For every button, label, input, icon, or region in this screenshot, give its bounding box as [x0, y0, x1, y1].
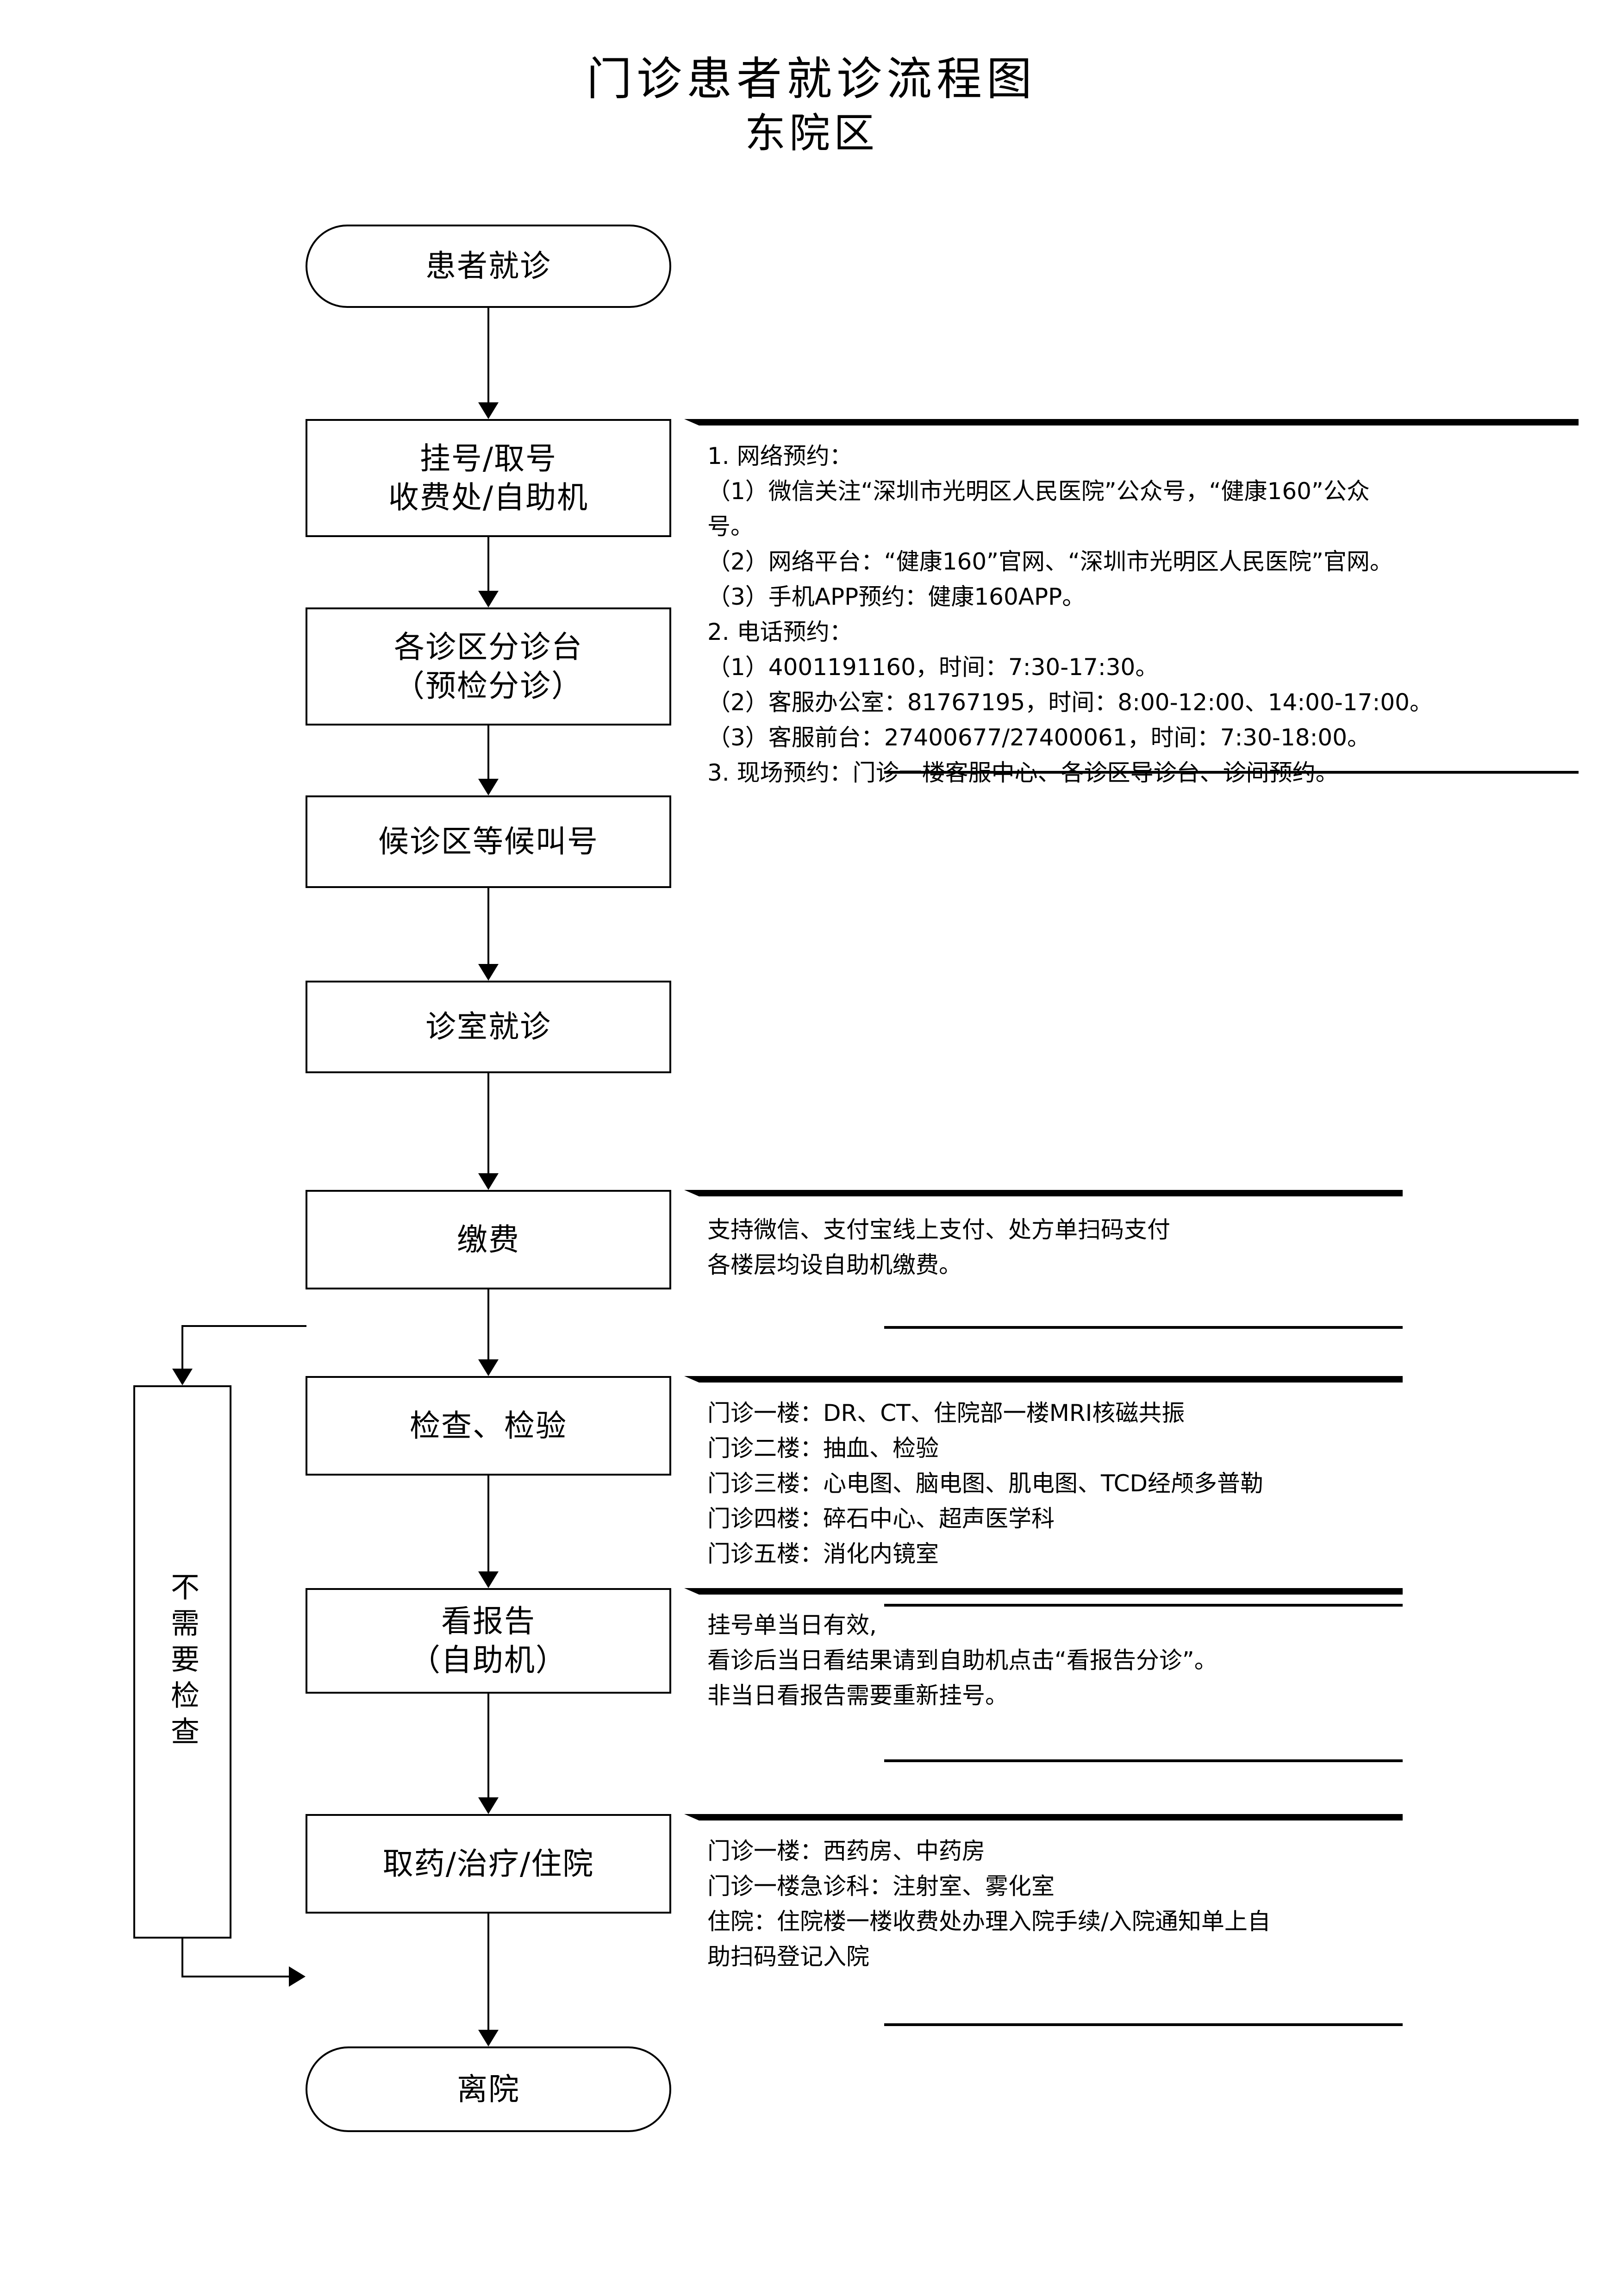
connector-bypass-bottom-right: [181, 1976, 289, 1977]
annotation-line: 非当日看报告需要重新挂号。: [707, 1682, 1008, 1709]
annotation-line: （2）网络平台：“健康160”官网、“深圳市光明区人民医院”官网。: [707, 548, 1393, 575]
annotation-line: 门诊二楼：抽血、检验: [707, 1435, 939, 1462]
annotation-dispense-underline: [884, 2023, 1403, 2026]
node-payment-label: 缴费: [457, 1221, 520, 1257]
title-subtitle: 东院区: [744, 109, 878, 157]
annotation-register-bar: [699, 419, 1579, 425]
annotation-line: 住院：住院楼一楼收费处办理入院手续/入院通知单上自: [707, 1908, 1271, 1935]
arrowhead-consultation: [478, 964, 499, 981]
arrowhead-no-exam: [172, 1369, 193, 1385]
annotation-examination-body: 门诊一楼：DR、CT、住院部一楼MRI核磁共振 门诊二楼：抽血、检验 门诊三楼：…: [707, 1395, 1263, 1571]
annotation-examination: 门诊一楼：DR、CT、住院部一楼MRI核磁共振 门诊二楼：抽血、检验 门诊三楼：…: [684, 1376, 1403, 1626]
annotation-line: 号。: [707, 513, 754, 540]
connector-register-triage: [487, 537, 489, 591]
annotation-examination-bar: [699, 1376, 1403, 1383]
connector-bypass-down: [181, 1325, 183, 1369]
connector-consultation-payment: [487, 1073, 489, 1173]
annotation-register-body: 1. 网络预约： （1）微信关注“深圳市光明区人民医院”公众号，“健康160”公…: [707, 438, 1433, 790]
annotation-payment-underline: [884, 1326, 1403, 1329]
annotation-examination-underline: [884, 1604, 1403, 1607]
annotation-line: 助扫码登记入院: [707, 1943, 869, 1970]
annotation-register-underline: [884, 771, 1579, 774]
annotation-line: 各楼层均设自助机缴费。: [707, 1251, 962, 1278]
annotation-line: （1）4001191160，时间：7:30-17:30。: [707, 654, 1159, 681]
arrowhead-triage: [478, 591, 499, 607]
annotation-dispense-body: 门诊一楼：西药房、中药房 门诊一楼急诊科：注射室、雾化室 住院：住院楼一楼收费处…: [707, 1833, 1271, 1974]
annotation-report-flag: [684, 1588, 699, 1607]
node-no-exam-needed-label: 不需要检查: [166, 1571, 200, 1752]
annotation-line: （1）微信关注“深圳市光明区人民医院”公众号，“健康160”公众: [707, 478, 1370, 505]
node-no-exam-needed[interactable]: 不需要检查: [133, 1385, 231, 1939]
node-start[interactable]: 患者就诊: [306, 225, 671, 308]
node-no-exam-needed-text: 不需要检查: [135, 1387, 230, 1937]
annotation-dispense: 门诊一楼：西药房、中药房 门诊一楼急诊科：注射室、雾化室 住院：住院楼一楼收费处…: [684, 1814, 1403, 2036]
annotation-register: 1. 网络预约： （1）微信关注“深圳市光明区人民医院”公众号，“健康160”公…: [684, 419, 1579, 786]
node-waiting-label: 候诊区等候叫号: [378, 824, 599, 859]
annotation-line: 门诊一楼急诊科：注射室、雾化室: [707, 1873, 1055, 1900]
annotation-line: 支持微信、支付宝线上支付、处方单扫码支付: [707, 1216, 1170, 1243]
annotation-report: 挂号单当日有效, 看诊后当日看结果请到自助机点击“看报告分诊”。 非当日看报告需…: [684, 1588, 1403, 1773]
annotation-payment-bar: [699, 1190, 1403, 1196]
node-register[interactable]: 挂号/取号 收费处/自助机: [306, 419, 671, 537]
page-title: 门诊患者就诊流程图 东院区: [0, 51, 1623, 159]
annotation-line: 门诊三楼：心电图、脑电图、肌电图、TCD经颅多普勒: [707, 1470, 1264, 1497]
connector-triage-waiting: [487, 726, 489, 779]
annotation-line: 1. 网络预约：: [707, 443, 853, 469]
annotation-examination-flag: [684, 1376, 699, 1395]
connector-payment-examination: [487, 1289, 489, 1359]
node-triage[interactable]: 各诊区分诊台 （预检分诊）: [306, 607, 671, 726]
arrowhead-examination: [478, 1359, 499, 1376]
connector-examination-report: [487, 1476, 489, 1571]
node-consultation[interactable]: 诊室就诊: [306, 981, 671, 1073]
node-examination[interactable]: 检查、检验: [306, 1376, 671, 1476]
connector-bypass-top: [181, 1325, 306, 1327]
node-report[interactable]: 看报告 （自助机）: [306, 1588, 671, 1694]
node-end[interactable]: 离院: [306, 2046, 671, 2132]
connector-start-register: [487, 308, 489, 404]
annotation-line: （3）客服前台：27400677/27400061，时间：7:30-18:00。: [707, 724, 1371, 751]
node-waiting[interactable]: 候诊区等候叫号: [306, 795, 671, 888]
annotation-line: 看诊后当日看结果请到自助机点击“看报告分诊”。: [707, 1647, 1217, 1674]
annotation-line: 挂号单当日有效,: [707, 1612, 877, 1639]
arrowhead-register: [478, 402, 499, 419]
connector-bypass-bottom-down: [181, 1939, 183, 1977]
annotation-payment: 支持微信、支付宝线上支付、处方单扫码支付 各楼层均设自助机缴费。: [684, 1190, 1403, 1329]
arrowhead-waiting: [478, 779, 499, 795]
arrowhead-end: [478, 2030, 499, 2046]
annotation-report-underline: [884, 1759, 1403, 1762]
annotation-line: （3）手机APP预约：健康160APP。: [707, 583, 1086, 610]
node-consultation-label: 诊室就诊: [425, 1009, 551, 1045]
annotation-line: 门诊五楼：消化内镜室: [707, 1540, 939, 1567]
annotation-report-bar: [699, 1588, 1403, 1595]
annotation-dispense-bar: [699, 1814, 1403, 1821]
annotation-dispense-flag: [684, 1814, 699, 1833]
annotation-line: 门诊一楼：DR、CT、住院部一楼MRI核磁共振: [707, 1400, 1185, 1426]
annotation-register-flag: [684, 419, 699, 438]
node-report-label: 看报告 （自助机）: [410, 1603, 567, 1678]
node-register-label: 挂号/取号 收费处/自助机: [388, 440, 589, 515]
node-end-label: 离院: [457, 2071, 520, 2107]
node-start-label: 患者就诊: [425, 248, 551, 284]
node-dispense-label: 取药/治疗/住院: [382, 1846, 594, 1882]
connector-waiting-consultation: [487, 888, 489, 964]
connector-report-dispense: [487, 1694, 489, 1797]
connector-dispense-end: [487, 1914, 489, 2030]
annotation-line: 2. 电话预约：: [707, 619, 853, 645]
arrowhead-payment: [478, 1173, 499, 1190]
annotation-payment-body: 支持微信、支付宝线上支付、处方单扫码支付 各楼层均设自助机缴费。: [707, 1212, 1170, 1283]
title-main: 门诊患者就诊流程图: [586, 53, 1036, 106]
arrowhead-dispense-bypass: [289, 1966, 306, 1987]
annotation-line: （2）客服办公室：81767195，时间：8:00-12:00、14:00-17…: [707, 689, 1433, 716]
annotation-line: 门诊四楼：碎石中心、超声医学科: [707, 1505, 1055, 1532]
arrowhead-dispense: [478, 1797, 499, 1814]
annotation-report-body: 挂号单当日有效, 看诊后当日看结果请到自助机点击“看报告分诊”。 非当日看报告需…: [707, 1608, 1217, 1713]
node-examination-label: 检查、检验: [410, 1408, 567, 1444]
annotation-payment-flag: [684, 1190, 699, 1208]
node-payment[interactable]: 缴费: [306, 1190, 671, 1289]
node-triage-label: 各诊区分诊台 （预检分诊）: [394, 629, 583, 704]
annotation-line: 门诊一楼：西药房、中药房: [707, 1838, 985, 1864]
arrowhead-report: [478, 1571, 499, 1588]
node-dispense[interactable]: 取药/治疗/住院: [306, 1814, 671, 1914]
